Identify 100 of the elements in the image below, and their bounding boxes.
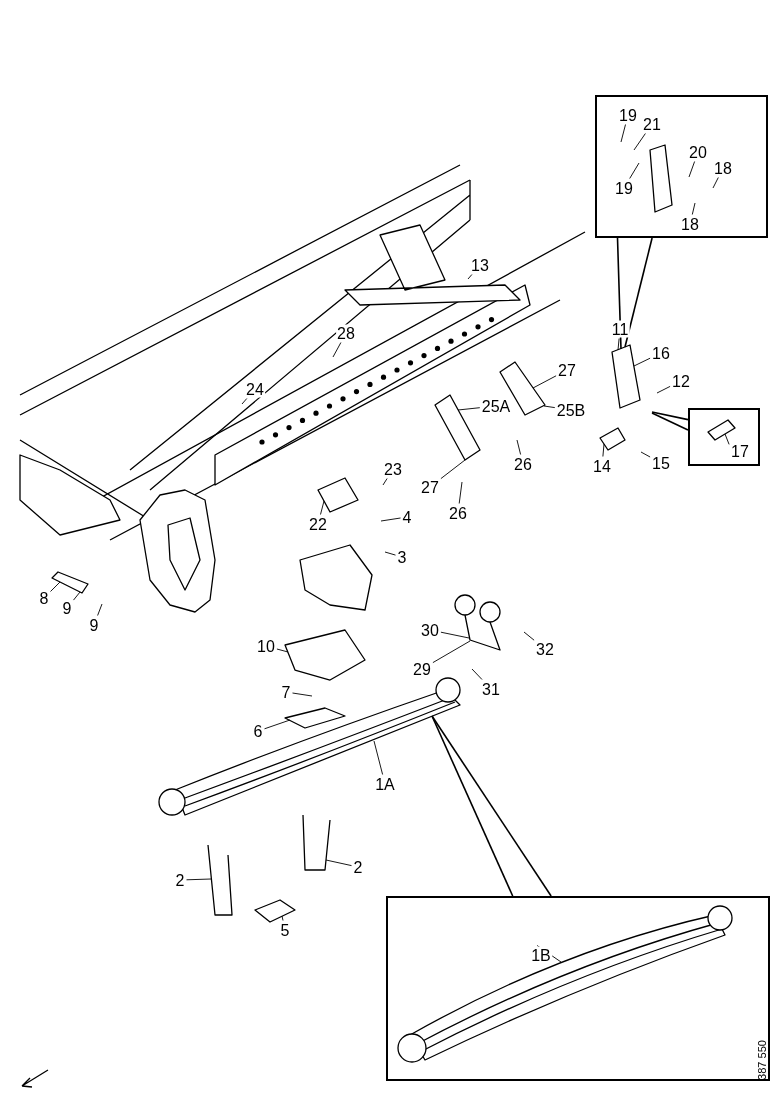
callout-number: 1B bbox=[530, 946, 552, 964]
callout-number: 25B bbox=[555, 401, 587, 419]
leader-line bbox=[432, 640, 471, 664]
leader-line bbox=[373, 740, 384, 775]
callout-number: 14 bbox=[592, 457, 612, 475]
leader-line bbox=[241, 398, 248, 405]
leader-line bbox=[624, 237, 653, 348]
leader-line bbox=[382, 478, 388, 486]
leader-line bbox=[543, 405, 556, 409]
spacer-drawing bbox=[599, 427, 626, 451]
callout-number: 16 bbox=[651, 344, 671, 362]
leader-line bbox=[616, 237, 622, 350]
callout-number: 20 bbox=[688, 143, 708, 161]
leader-line bbox=[440, 459, 466, 480]
bracket-drawing bbox=[611, 344, 641, 409]
callout-number: 11 bbox=[610, 320, 630, 338]
callout-number: 3 bbox=[396, 548, 408, 566]
leader-line bbox=[325, 859, 352, 867]
leader-line bbox=[50, 581, 61, 592]
callout-number: 25A bbox=[480, 397, 512, 415]
leader-line bbox=[471, 668, 483, 680]
callout-number: 17 bbox=[730, 442, 750, 460]
leader-line bbox=[617, 338, 620, 351]
leader-line bbox=[281, 915, 284, 921]
leader-line bbox=[431, 715, 552, 897]
bracket-drawing bbox=[434, 394, 481, 461]
callout-number: 2 bbox=[174, 871, 186, 889]
crossmember-bracket-drawing bbox=[317, 477, 359, 513]
leader-line bbox=[457, 407, 481, 411]
callout-number: 21 bbox=[642, 115, 662, 133]
callout-number: 26 bbox=[513, 455, 533, 473]
pad-drawing bbox=[284, 707, 346, 729]
leader-line bbox=[633, 357, 651, 367]
leader-line bbox=[384, 551, 396, 556]
callout-number: 28 bbox=[336, 324, 356, 342]
leaf-spring-drawing bbox=[397, 905, 733, 1063]
leader-line bbox=[712, 177, 719, 189]
leader-line bbox=[332, 342, 342, 358]
clamp-plate-drawing bbox=[254, 899, 296, 923]
shackle-drawing bbox=[454, 594, 501, 651]
leader-line bbox=[620, 124, 626, 143]
leader-line bbox=[688, 161, 696, 178]
u-bolt-drawing bbox=[302, 814, 331, 871]
callout-number: 32 bbox=[535, 640, 555, 658]
leader-line bbox=[186, 878, 212, 881]
callout-number: 24 bbox=[245, 380, 265, 398]
inset-frame bbox=[386, 896, 770, 1081]
leader-line bbox=[276, 648, 289, 653]
callout-number: 9 bbox=[61, 599, 73, 617]
callout-number: 7 bbox=[280, 683, 292, 701]
leader-line bbox=[724, 433, 730, 445]
leader-line bbox=[640, 451, 651, 458]
leader-line bbox=[602, 443, 605, 457]
spring-pin-drawing bbox=[51, 571, 89, 594]
leader-line bbox=[633, 133, 646, 151]
callout-number: 5 bbox=[279, 921, 291, 939]
leader-line bbox=[651, 412, 689, 431]
leader-line bbox=[691, 202, 696, 215]
callout-number: 2 bbox=[352, 858, 364, 876]
u-bolt-drawing bbox=[207, 844, 233, 916]
leader-line bbox=[73, 591, 81, 601]
leader-line bbox=[523, 631, 535, 641]
callout-number: 19 bbox=[618, 106, 638, 124]
leader-line bbox=[516, 439, 522, 455]
inset-frame bbox=[688, 408, 760, 466]
callout-number: 4 bbox=[401, 508, 413, 526]
callout-number: 15 bbox=[651, 454, 671, 472]
leader-line bbox=[532, 375, 557, 389]
callout-number: 6 bbox=[252, 722, 264, 740]
callout-number: 18 bbox=[713, 159, 733, 177]
leader-line bbox=[656, 385, 671, 394]
figure-number: 387 550 bbox=[756, 1040, 768, 1080]
leader-line bbox=[536, 945, 562, 963]
leader-line bbox=[264, 719, 291, 730]
leader-line bbox=[629, 162, 640, 179]
leader-line bbox=[320, 500, 325, 515]
leader-line bbox=[467, 274, 473, 280]
callout-number: 30 bbox=[420, 621, 440, 639]
callout-number: 27 bbox=[557, 361, 577, 379]
leader-line bbox=[380, 517, 401, 522]
callout-number: 29 bbox=[412, 660, 432, 678]
leader-line bbox=[97, 603, 103, 616]
callout-number: 9 bbox=[88, 616, 100, 634]
leader-line bbox=[458, 481, 463, 504]
callout-number: 31 bbox=[481, 680, 501, 698]
callout-number: 27 bbox=[420, 478, 440, 496]
callout-number: 8 bbox=[38, 589, 50, 607]
leader-line bbox=[292, 692, 313, 697]
callout-number: 18 bbox=[680, 215, 700, 233]
callout-number: 22 bbox=[308, 515, 328, 533]
callout-number: 23 bbox=[383, 460, 403, 478]
spacer-drawing bbox=[707, 419, 736, 441]
leader-line bbox=[651, 411, 689, 421]
leader-line bbox=[440, 631, 470, 639]
callout-number: 10 bbox=[256, 637, 276, 655]
callout-number: 26 bbox=[448, 504, 468, 522]
leader-line bbox=[431, 715, 514, 897]
callout-number: 12 bbox=[671, 372, 691, 390]
callout-number: 19 bbox=[614, 179, 634, 197]
callout-number: 1A bbox=[374, 775, 396, 793]
